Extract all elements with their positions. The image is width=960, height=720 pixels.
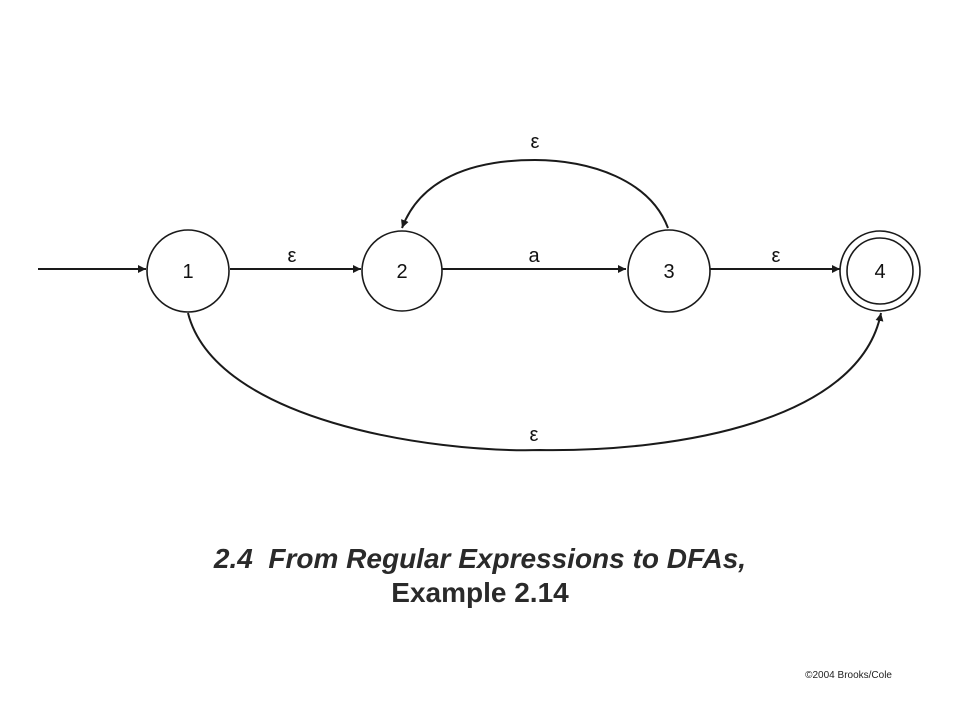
transition-3-2 xyxy=(401,158,669,229)
transition-2-3-label: a xyxy=(528,245,540,267)
transition-3-2-label: ε xyxy=(531,131,540,153)
transition-1-4-label: ε xyxy=(530,424,539,446)
state-1: 1 xyxy=(146,229,230,313)
copyright-notice: ©2004 Brooks/Cole xyxy=(805,670,892,681)
slide-title-line1: 2.4 From Regular Expressions to DFAs, xyxy=(213,543,747,574)
slide-title: 2.4 From Regular Expressions to DFAs, Ex… xyxy=(0,542,960,610)
state-3: 3 xyxy=(627,229,711,313)
slide-title-line2: Example 2.14 xyxy=(391,577,569,608)
state-3-label: 3 xyxy=(663,261,674,283)
state-4-accepting: 4 xyxy=(839,230,921,312)
transition-1-2-label: ε xyxy=(288,245,297,267)
state-4-label: 4 xyxy=(874,261,885,283)
state-1-label: 1 xyxy=(182,261,193,283)
state-2: 2 xyxy=(361,230,443,312)
transition-1-4 xyxy=(187,312,884,452)
state-2-label: 2 xyxy=(396,261,407,283)
transition-3-4-label: ε xyxy=(772,245,781,267)
